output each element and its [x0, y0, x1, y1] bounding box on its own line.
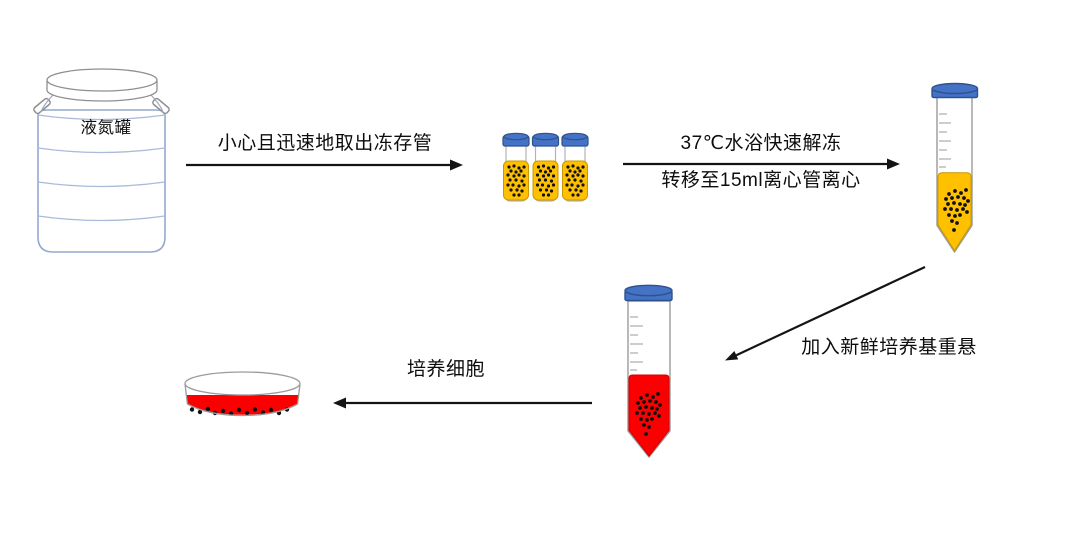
tube-graduations — [630, 316, 643, 371]
dish-red-medium — [186, 395, 299, 415]
tank-shoulder-line — [37, 114, 166, 121]
tube-cap — [931, 82, 979, 99]
arrow-step1-right — [186, 159, 463, 171]
cryovials-group-icon — [503, 133, 588, 201]
centrifuge-tube-yellow-icon — [931, 82, 979, 253]
step2-label-line1: 37℃水浴快速解冻 — [680, 133, 842, 154]
yellow-cell-suspension — [937, 172, 972, 252]
tank-band-line-2 — [37, 181, 166, 188]
tank-band-line-1 — [37, 147, 166, 154]
arrow-step4-left — [333, 397, 592, 409]
tube-graduations — [939, 113, 951, 168]
dish-wall — [184, 383, 301, 417]
step1-label: 小心且迅速地取出冻存管 — [217, 133, 433, 154]
arrow-step3-diagonal — [725, 266, 926, 361]
step3-label: 加入新鲜培养基重悬 — [801, 337, 977, 358]
arrow-step2-right — [623, 158, 900, 170]
centrifuge-tube-red-icon — [624, 284, 673, 458]
tank-label: 液氮罐 — [80, 119, 132, 137]
liquid-nitrogen-tank-icon — [33, 68, 170, 253]
tube-cap — [624, 284, 673, 302]
tank-band-line-3 — [37, 215, 166, 222]
step4-label: 培养细胞 — [406, 359, 485, 380]
step2-label-line2: 转移至15ml离心管离心 — [661, 170, 861, 191]
tank-lid — [46, 68, 158, 102]
petri-dish-icon — [184, 371, 301, 417]
dish-rim — [184, 371, 301, 396]
